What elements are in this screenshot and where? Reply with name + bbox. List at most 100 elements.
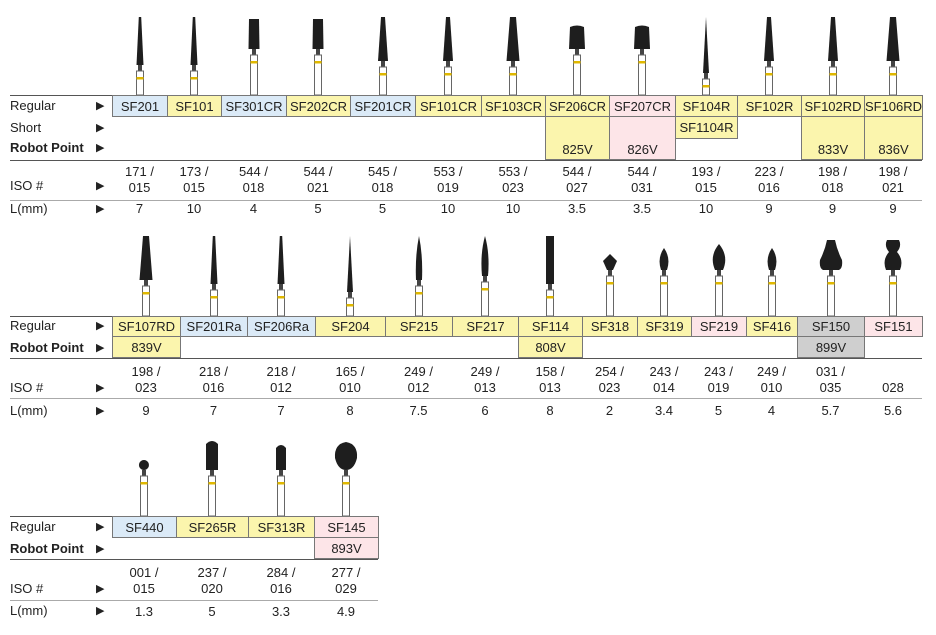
row-arrow-robot: ▶ <box>96 342 105 354</box>
product-code-cell[interactable]: SF106RD <box>864 95 923 117</box>
product-code-cell[interactable]: SF150 <box>797 316 865 337</box>
iso-value-top: 284 / <box>266 565 296 580</box>
iso-value-bottom: 029 <box>335 581 357 596</box>
product-code-cell[interactable]: SF107RD <box>112 316 181 337</box>
iso-value-top: 031 / <box>816 364 845 379</box>
row-arrow-robot: ▶ <box>96 543 105 555</box>
product-code-cell[interactable]: SF114 <box>518 316 583 337</box>
robot-point-cell[interactable]: 836V <box>864 117 923 160</box>
iso-value-bottom: 018 <box>242 180 265 195</box>
product-code-cell[interactable]: SF313R <box>248 516 315 538</box>
length-value: 8 <box>546 403 554 418</box>
product-sf206ra-bur-icon <box>277 236 285 316</box>
product-sf150-bur-icon <box>819 240 842 316</box>
short-code-cell[interactable]: SF1104R <box>675 117 738 139</box>
robot-point-cell[interactable]: 893V <box>314 538 379 559</box>
product-code-cell[interactable]: SF103CR <box>481 95 546 117</box>
row-label-robot: Robot Point <box>10 140 84 155</box>
iso-value-top: 198 / <box>878 164 908 179</box>
product-code-cell[interactable]: SF219 <box>691 316 747 337</box>
product-code-cell[interactable]: SF201Ra <box>180 316 248 337</box>
row-arrow-length: ▶ <box>96 405 105 417</box>
iso-value-top: 249 / <box>470 364 500 379</box>
product-sf201ra-bur-icon <box>209 236 218 316</box>
product-code-cell[interactable]: SF102RD <box>801 95 865 117</box>
row-label-short: Short <box>10 120 42 135</box>
product-code-cell[interactable]: SF217 <box>452 316 519 337</box>
iso-value-bottom: 016 <box>758 180 780 195</box>
iso-value-top: 544 / <box>303 164 333 179</box>
product-sf101-bur-icon <box>190 17 198 95</box>
iso-value-bottom: 012 <box>407 380 430 395</box>
product-code-cell[interactable]: SF102R <box>737 95 802 117</box>
product-sf114-bur-icon <box>546 236 554 316</box>
robot-point-cell[interactable]: 899V <box>797 337 865 358</box>
product-code-cell[interactable]: SF215 <box>385 316 453 337</box>
row-label-length: L(mm) <box>10 603 48 618</box>
product-sf202cr-bur-icon <box>312 19 324 95</box>
product-code-cell[interactable]: SF201CR <box>350 95 416 117</box>
product-sf106rd-bur-icon <box>886 17 900 95</box>
robot-point-cell[interactable]: 808V <box>518 337 583 358</box>
product-code-cell[interactable]: SF206Ra <box>247 316 316 337</box>
product-code-cell[interactable]: SF101 <box>167 95 222 117</box>
row-label-iso: ISO # <box>10 380 44 395</box>
product-code-cell[interactable]: SF202CR <box>286 95 351 117</box>
divider-line <box>10 600 378 601</box>
product-sf102rd-bur-icon <box>827 17 838 95</box>
row-label-regular: Regular <box>10 519 56 534</box>
product-code-cell[interactable]: SF101CR <box>415 95 482 117</box>
product-code-cell[interactable]: SF201 <box>112 95 168 117</box>
robot-point-cell[interactable]: 833V <box>801 117 865 160</box>
length-value: 1.3 <box>134 604 154 619</box>
product-code-cell[interactable]: SF204 <box>315 316 386 337</box>
product-code-cell[interactable]: SF319 <box>637 316 692 337</box>
iso-value-bottom: 010 <box>339 380 361 395</box>
length-value: 5.7 <box>821 403 840 418</box>
length-value: 10 <box>505 201 521 216</box>
product-sf440-bur-icon <box>138 460 149 516</box>
product-code-cell[interactable]: SF318 <box>582 316 638 337</box>
product-sf145-bur-icon <box>334 442 358 516</box>
iso-value-bottom: 014 <box>653 380 675 395</box>
row-arrow-short: ▶ <box>96 122 105 134</box>
row-arrow-robot: ▶ <box>96 142 105 154</box>
length-value: 8 <box>346 403 354 418</box>
product-code-cell[interactable]: SF301CR <box>221 95 287 117</box>
iso-value-top: 243 / <box>649 364 679 379</box>
length-value: 3.3 <box>271 604 291 619</box>
product-code-cell[interactable]: SF206CR <box>545 95 610 117</box>
robot-point-cell[interactable]: 825V <box>545 117 610 160</box>
iso-value-top: 545 / <box>368 164 397 179</box>
product-code-cell[interactable]: SF416 <box>746 316 798 337</box>
length-value: 7 <box>135 201 144 216</box>
iso-value-top: 198 / <box>131 364 161 379</box>
length-value: 2 <box>605 403 614 418</box>
iso-value-bottom: 018 <box>371 180 394 195</box>
row-arrow-length: ▶ <box>96 605 105 617</box>
robot-point-cell[interactable]: 826V <box>609 117 676 160</box>
robot-point-cell[interactable]: 839V <box>112 337 181 358</box>
product-sf103cr-bur-icon <box>506 17 520 95</box>
iso-value-bottom: 015 <box>695 180 717 195</box>
row-arrow-iso: ▶ <box>96 382 105 394</box>
product-code-cell[interactable]: SF265R <box>176 516 249 538</box>
row-label-length: L(mm) <box>10 403 48 418</box>
length-value: 3.4 <box>654 403 674 418</box>
product-sf151-bur-icon <box>884 240 902 316</box>
product-code-cell[interactable]: SF440 <box>112 516 177 538</box>
iso-value-bottom: 013 <box>474 380 496 395</box>
product-sf201cr-bur-icon <box>377 17 388 95</box>
product-code-cell[interactable]: SF207CR <box>609 95 676 117</box>
length-value: 9 <box>765 201 773 216</box>
row-label-iso: ISO # <box>10 581 44 596</box>
divider-line <box>10 200 922 201</box>
iso-value-top: 553 / <box>433 164 463 179</box>
product-code-cell[interactable]: SF104R <box>675 95 738 117</box>
product-code-cell[interactable]: SF151 <box>864 316 923 337</box>
iso-value-top: 223 / <box>754 164 784 179</box>
length-value: 9 <box>142 403 150 418</box>
length-value: 5 <box>378 201 387 216</box>
product-sf217-bur-icon <box>481 236 489 316</box>
product-code-cell[interactable]: SF145 <box>314 516 379 538</box>
